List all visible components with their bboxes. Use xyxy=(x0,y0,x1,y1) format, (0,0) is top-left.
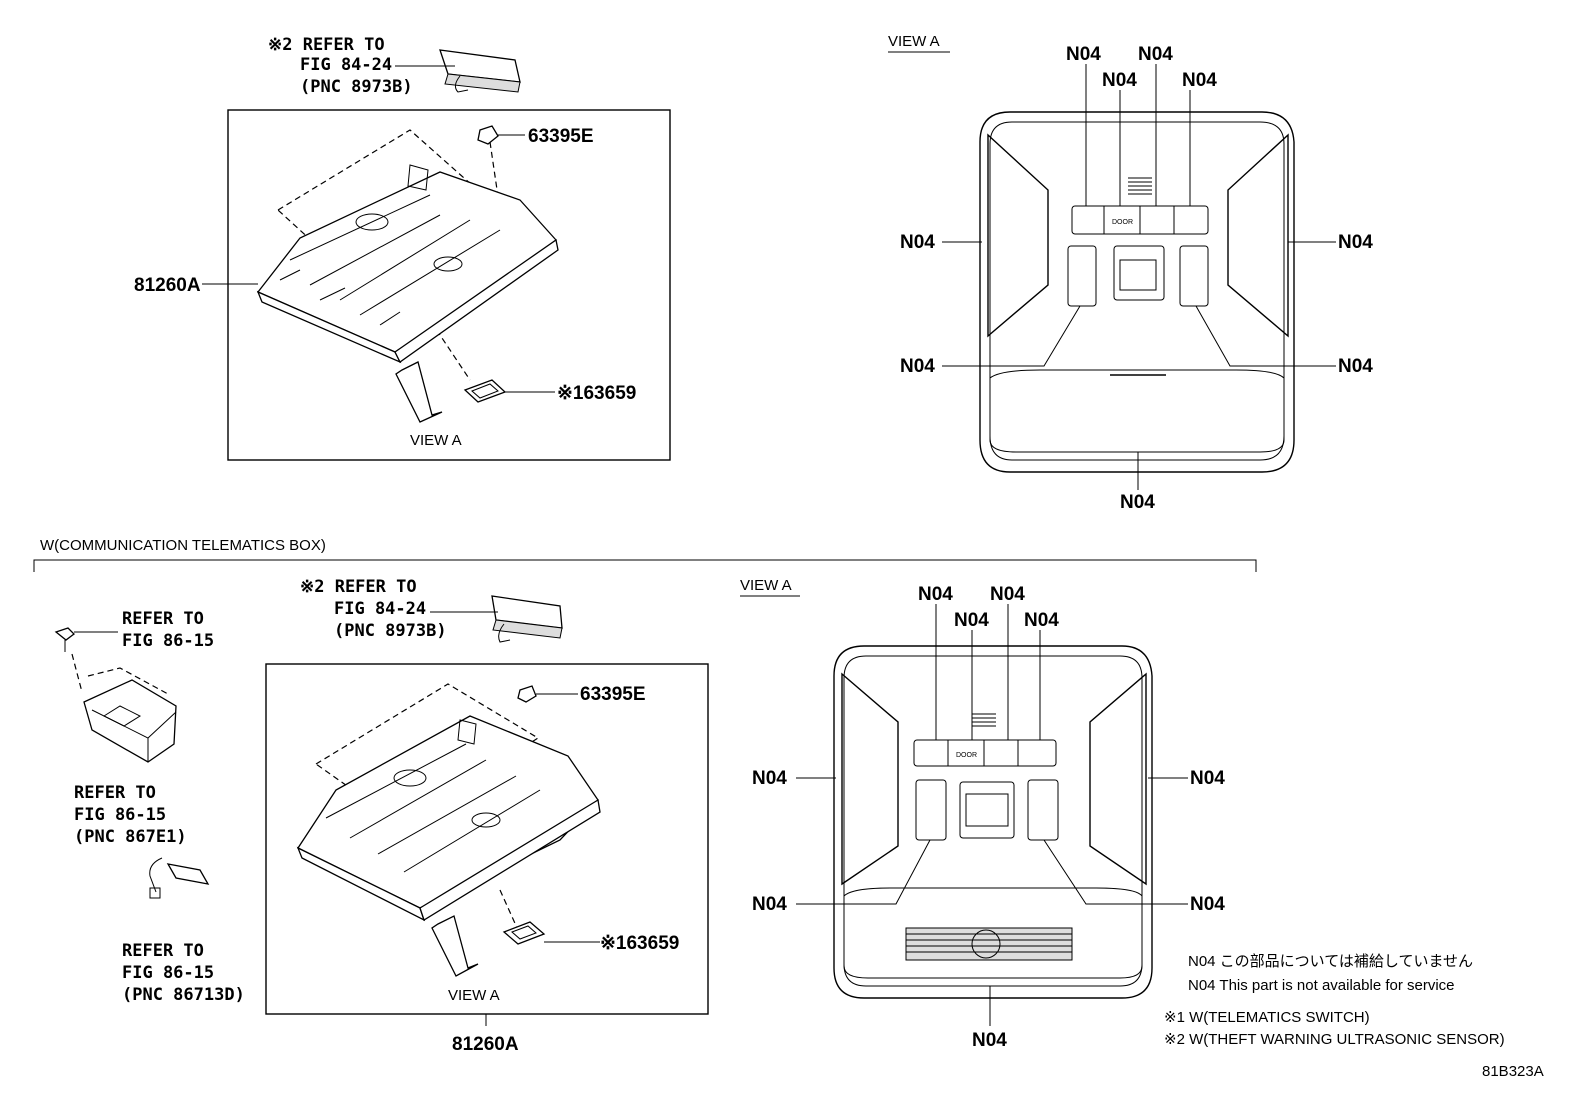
top-door-label: DOOR xyxy=(1112,219,1133,226)
n04-label: N04 xyxy=(972,1030,1007,1051)
top-sensor-part xyxy=(439,49,521,93)
note-2: ※2 W(THEFT WARNING ULTRASONIC SENSOR) xyxy=(1164,1031,1505,1048)
n04-label: N04 xyxy=(752,768,787,789)
n04-label: N04 xyxy=(900,356,935,377)
notes-block: N04 この部品については補給していません N04 This part is n… xyxy=(1164,953,1544,1080)
bottom-telematics-parts: REFER TO FIG 86-15 REFER TO FIG 86-15 (P… xyxy=(54,609,245,1005)
bottom-parts-frame xyxy=(265,663,709,1015)
n04-label: N04 xyxy=(1120,492,1155,513)
bottom-section-title: W(COMMUNICATION TELEMATICS BOX) xyxy=(40,537,326,554)
n04-label: N04 xyxy=(954,610,989,631)
bottom-view-a-title: VIEW A xyxy=(740,577,792,594)
bottom-section-bracket xyxy=(33,559,1257,572)
top-clip-number: 63395E xyxy=(528,126,594,147)
bottom-sensor-part xyxy=(491,595,563,643)
bottom-n04-labels: N04 N04 N04 N04 N04 N04 N04 N04 N04 xyxy=(752,584,1225,1051)
bottom-clip-number: 63395E xyxy=(580,684,646,705)
bottom-ref2-line2: FIG 86-15 xyxy=(74,805,166,825)
bottom-bracket-number: ※163659 xyxy=(600,933,679,954)
n04-label: N04 xyxy=(752,894,787,915)
top-view-a: VIEW A DOOR N04 N04 N04 N04 N04 N04 N04 … xyxy=(888,33,1373,513)
top-ref-line2: FIG 84-24 xyxy=(300,55,392,75)
top-exploded-view: ※2 REFER TO FIG 84-24 (PNC 8973B) 63395E… xyxy=(134,35,671,461)
top-bracket-part xyxy=(463,379,507,403)
bottom-ref1-line2: FIG 86-15 xyxy=(122,631,214,651)
bottom-ref3-line1: REFER TO xyxy=(122,941,204,961)
n04-label: N04 xyxy=(1102,70,1137,91)
top-lamp-number: 81260A xyxy=(134,275,201,296)
bottom-bracket-part xyxy=(502,921,546,945)
diagram-id: 81B323A xyxy=(1482,1063,1544,1080)
top-ref-line3: (PNC 8973B) xyxy=(300,77,413,97)
note-n04-english: N04 This part is not available for servi… xyxy=(1188,977,1455,994)
speaker-grille xyxy=(905,927,1073,961)
bottom-ref3-line3: (PNC 86713D) xyxy=(122,985,245,1005)
bottom-ref2-line3: (PNC 867E1) xyxy=(74,827,187,847)
bottom-door-label: DOOR xyxy=(956,752,977,759)
note-1: ※1 W(TELEMATICS SWITCH) xyxy=(1164,1009,1370,1026)
bottom-view-arrow-label: VIEW A xyxy=(448,987,500,1004)
bottom-ref4-line2: FIG 84-24 xyxy=(334,599,426,619)
top-lamp-housing xyxy=(256,164,559,364)
n04-label: N04 xyxy=(1338,356,1373,377)
bottom-view-a: VIEW A DOOR N04 N04 N04 N04 N04 N04 N04 … xyxy=(740,577,1225,1051)
bottom-lamp-number: 81260A xyxy=(452,1034,519,1055)
n04-label: N04 xyxy=(990,584,1025,605)
n04-label: N04 xyxy=(1066,44,1101,65)
bottom-ref4-line1: ※2 REFER TO xyxy=(300,577,417,597)
bottom-ref1-line1: REFER TO xyxy=(122,609,204,629)
bottom-view-arrow xyxy=(431,915,479,977)
top-view-arrow-label: VIEW A xyxy=(410,432,462,449)
top-view-a-title: VIEW A xyxy=(888,33,940,50)
n04-label: N04 xyxy=(1182,70,1217,91)
bottom-clip-part xyxy=(517,685,537,703)
bottom-ref4-line3: (PNC 8973B) xyxy=(334,621,447,641)
top-n04-labels: N04 N04 N04 N04 N04 N04 N04 N04 N04 xyxy=(900,44,1373,513)
top-view-arrow xyxy=(395,361,443,423)
top-bracket-number: ※163659 xyxy=(557,383,636,404)
top-ref-line1: ※2 REFER TO xyxy=(268,35,385,55)
bottom-ref3-line2: FIG 86-15 xyxy=(122,963,214,983)
n04-label: N04 xyxy=(1338,232,1373,253)
n04-label: N04 xyxy=(900,232,935,253)
bottom-lamp-housing xyxy=(296,715,601,922)
n04-label: N04 xyxy=(1190,768,1225,789)
n04-label: N04 xyxy=(1138,44,1173,65)
n04-label: N04 xyxy=(1024,610,1059,631)
note-n04-japanese: N04 この部品については補給していません xyxy=(1188,953,1473,970)
n04-label: N04 xyxy=(918,584,953,605)
top-parts-frame xyxy=(227,109,671,461)
bottom-ref2-line1: REFER TO xyxy=(74,783,156,803)
bottom-exploded-view: ※2 REFER TO FIG 84-24 (PNC 8973B) 63395E… xyxy=(265,577,709,1055)
top-clip-part xyxy=(477,125,499,145)
n04-label: N04 xyxy=(1190,894,1225,915)
